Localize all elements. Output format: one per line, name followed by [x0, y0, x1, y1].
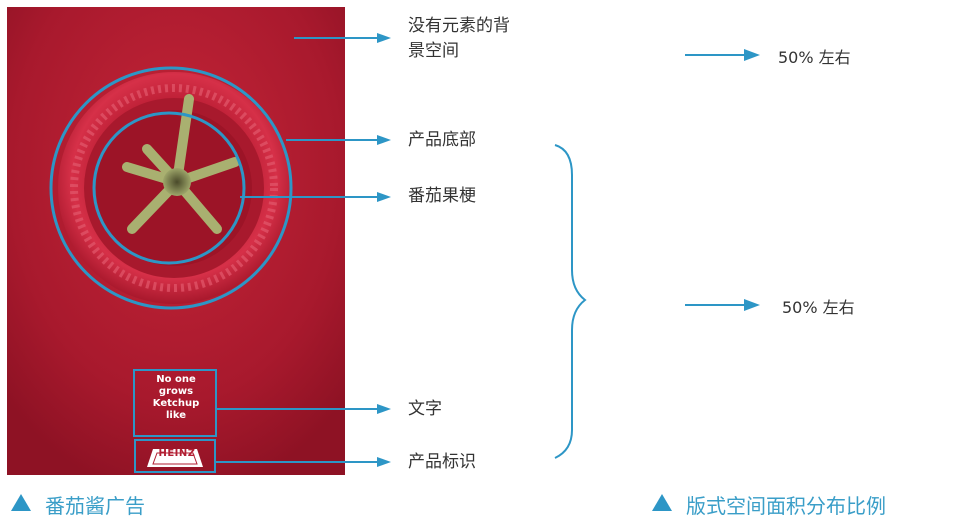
text-annotation-box	[133, 369, 217, 437]
heinz-logo-text: HEINZ	[158, 448, 196, 459]
poster-artwork	[7, 7, 345, 475]
caption-left: 番茄酱广告	[45, 494, 145, 518]
label-product-logo: 产品标识	[408, 452, 476, 472]
label-text: 文字	[408, 399, 442, 419]
triangle-icon	[11, 494, 31, 511]
right-brace	[554, 144, 587, 459]
label-tomato-stem: 番茄果梗	[408, 186, 476, 206]
heinz-ad-poster: No one grows Ketchup like HEINZ	[7, 7, 345, 475]
label-product-bottom: 产品底部	[408, 130, 476, 150]
heinz-logo: HEINZ	[147, 443, 207, 471]
poster-tagline: No one grows Ketchup like	[152, 374, 200, 421]
caption-right: 版式空间面积分布比例	[686, 494, 886, 518]
label-background-space: 没有元素的背 景空间	[408, 16, 510, 61]
triangle-icon	[652, 494, 672, 511]
ratio-bottom: 50% 左右	[782, 298, 855, 317]
ratio-top: 50% 左右	[778, 48, 851, 67]
outer-annotation-circle	[49, 66, 293, 310]
logo-annotation-box	[134, 439, 216, 473]
inner-annotation-circle	[92, 111, 246, 265]
